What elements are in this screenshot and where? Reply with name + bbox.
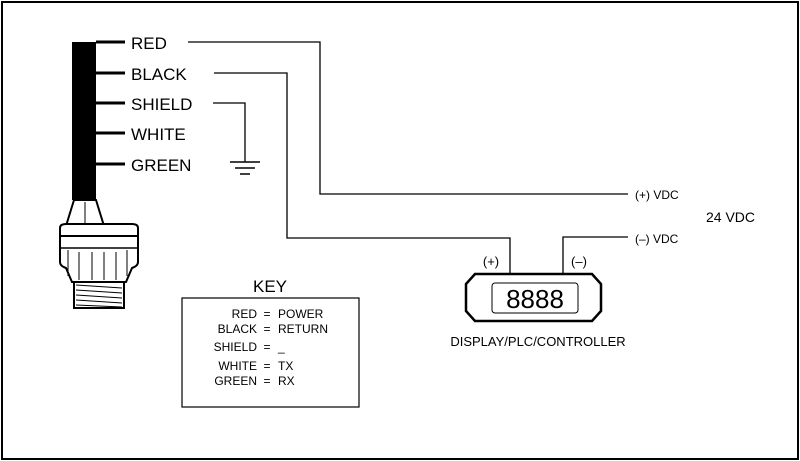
plus-terminal-label: (+) bbox=[483, 254, 499, 269]
sensor-cable bbox=[72, 42, 96, 200]
negative-wire bbox=[562, 236, 628, 274]
sensor bbox=[59, 40, 139, 309]
wire-label-green: GREEN bbox=[131, 156, 191, 175]
key-row-meaning: POWER bbox=[278, 307, 324, 321]
key-row-eq: = bbox=[263, 359, 270, 373]
negative-vdc-label: (–) VDC bbox=[635, 232, 679, 246]
key-row-wire: RED bbox=[232, 307, 258, 321]
black-wire bbox=[214, 72, 511, 274]
wire-label-red: RED bbox=[131, 34, 167, 53]
key-row-meaning: TX bbox=[278, 359, 293, 373]
ground-icon bbox=[230, 161, 260, 175]
shield-wire bbox=[213, 102, 246, 162]
key-row-meaning: _ bbox=[277, 340, 285, 354]
display-unit: 8888 (+) (–) DISPLAY/PLC/CONTROLLER bbox=[450, 254, 625, 349]
display-readout: 8888 bbox=[506, 284, 564, 314]
display-caption: DISPLAY/PLC/CONTROLLER bbox=[450, 334, 625, 349]
key-row-meaning: RX bbox=[278, 374, 295, 388]
wire-label-shield: SHIELD bbox=[131, 95, 192, 114]
key-row-eq: = bbox=[263, 322, 270, 336]
display-screen bbox=[491, 282, 579, 314]
key-row-wire: SHIELD bbox=[214, 340, 258, 354]
key-row-eq: = bbox=[263, 340, 270, 354]
wire-leads bbox=[96, 40, 125, 166]
key-row-eq: = bbox=[263, 307, 270, 321]
wire-label-white: WHITE bbox=[131, 125, 186, 144]
supply-voltage-label: 24 VDC bbox=[706, 209, 755, 225]
wire-key: KEY RED = POWER BLACK = RETURN SHIELD = … bbox=[181, 277, 360, 408]
wire-label-black: BLACK bbox=[131, 65, 187, 84]
positive-vdc-label: (+) VDC bbox=[635, 188, 679, 202]
key-row-wire: BLACK bbox=[218, 322, 257, 336]
sensor-body bbox=[59, 223, 139, 283]
key-row-meaning: RETURN bbox=[278, 322, 328, 336]
key-row-wire: WHITE bbox=[218, 359, 257, 373]
minus-terminal-label: (–) bbox=[571, 254, 587, 269]
key-box bbox=[181, 297, 360, 408]
red-wire bbox=[188, 41, 628, 195]
key-row-eq: = bbox=[263, 374, 270, 388]
key-title: KEY bbox=[253, 277, 287, 296]
key-row-wire: GREEN bbox=[214, 374, 257, 388]
